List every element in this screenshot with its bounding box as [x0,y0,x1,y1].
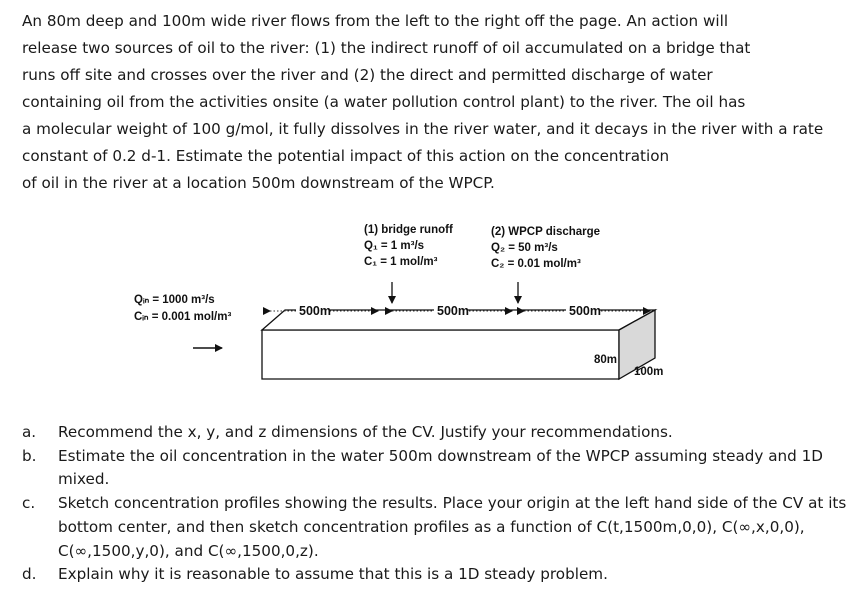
inflow-conc: Cᵢₙ = 0.001 mol/m³ [134,311,231,323]
problem-line: release two sources of oil to the river:… [22,39,751,57]
problem-line: runs off site and crosses over the river… [22,66,713,84]
question-letter: d. [22,565,37,584]
problem-line: a molecular weight of 100 g/mol, it full… [22,120,824,138]
source1-conc: C₁ = 1 mol/m³ [364,256,438,268]
question-text: Sketch concentration profiles showing th… [58,494,847,560]
problem-statement: An 80m deep and 100m wide river flows fr… [22,8,852,197]
depth-label: 80m [594,354,617,366]
source2-conc: C₂ = 0.01 mol/m³ [491,258,581,270]
source2-flow: Q₂ = 50 m³/s [491,242,558,254]
question-item: a. Recommend the x, y, and z dimensions … [22,421,852,445]
source1-title: (1) bridge runoff [364,224,453,236]
question-letter: b. [22,446,37,465]
question-list: a. Recommend the x, y, and z dimensions … [22,421,852,587]
question-letter: c. [22,494,36,513]
segment-length-1: 500m [299,304,331,318]
source2-title: (2) WPCP discharge [491,226,600,238]
question-text: Recommend the x, y, and z dimensions of … [58,423,673,441]
question-item: d. Explain why it is reasonable to assum… [22,563,852,587]
width-leader [635,366,646,373]
source1-flow: Q₁ = 1 m³/s [364,240,424,252]
question-letter: a. [22,423,37,441]
inflow-flow: Qᵢₙ = 1000 m³/s [134,294,215,306]
problem-line: of oil in the river at a location 500m d… [22,174,495,192]
question-text: Estimate the oil concentration in the wa… [58,446,823,489]
river-cv-diagram: (1) bridge runoff Q₁ = 1 m³/s C₁ = 1 mol… [134,224,663,381]
segment-length-3: 500m [569,304,601,318]
problem-line: containing oil from the activities onsit… [22,93,746,111]
problem-line: An 80m deep and 100m wide river flows fr… [22,12,729,30]
question-text: Explain why it is reasonable to assume t… [58,565,608,584]
control-volume-box [260,308,658,381]
segment-length-2: 500m [437,304,469,318]
width-label: 100m [634,366,663,378]
question-item: b. Estimate the oil concentration in the… [22,445,852,492]
problem-line: constant of 0.2 d-1. Estimate the potent… [22,147,670,165]
question-item: c. Sketch concentration profiles showing… [22,492,852,563]
